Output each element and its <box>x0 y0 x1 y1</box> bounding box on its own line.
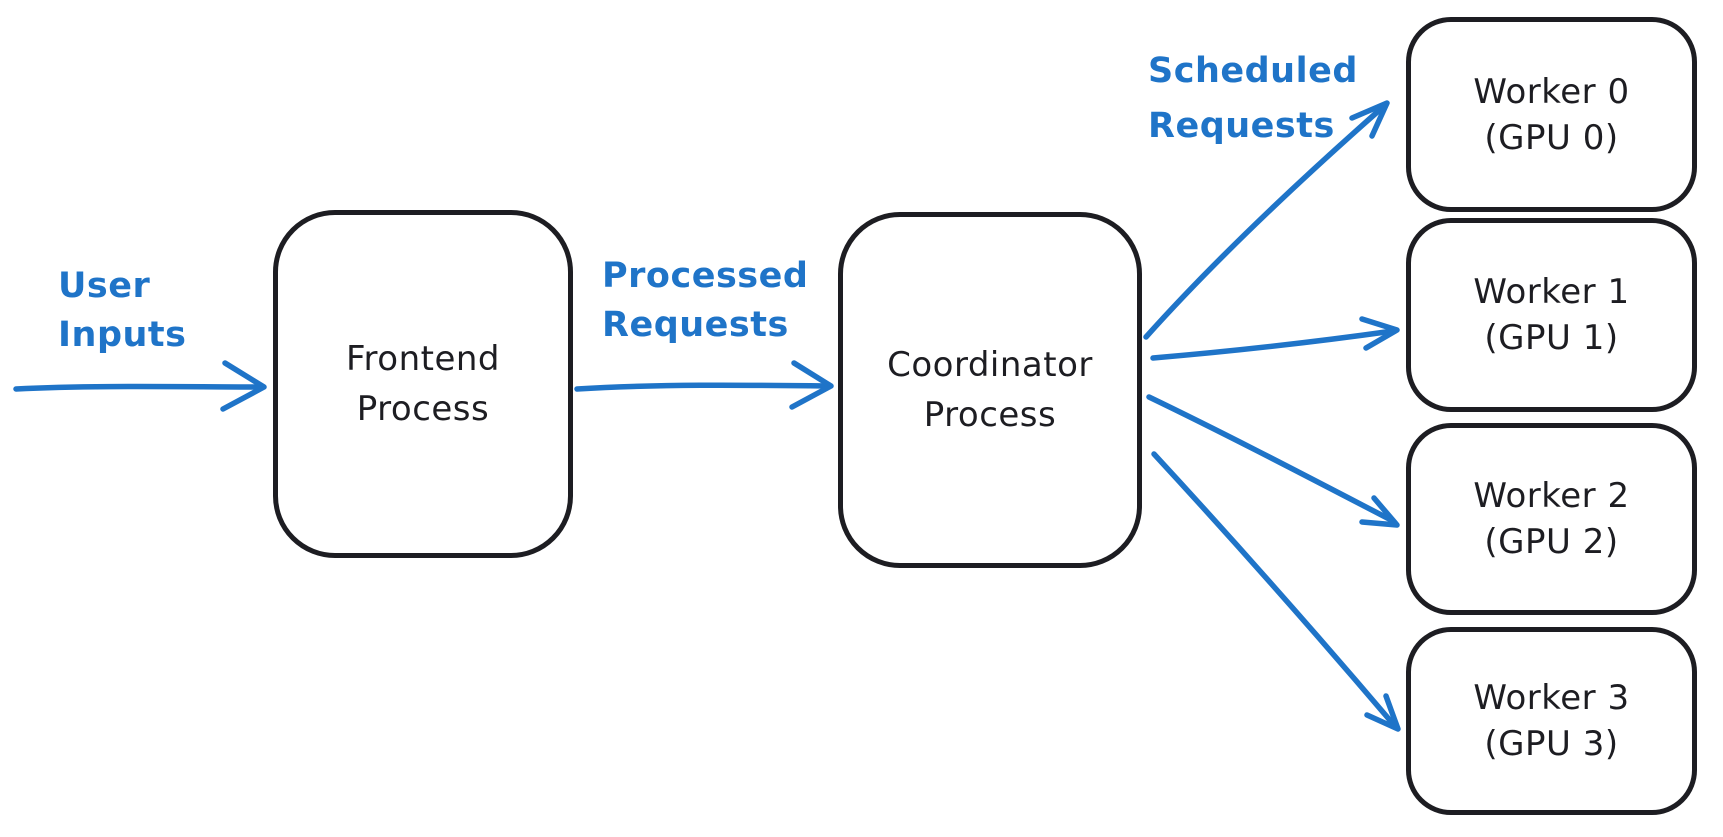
worker-0-label-line2: (GPU 0) <box>1484 117 1619 158</box>
scheduled-requests-arrow-worker-3 <box>1151 451 1401 732</box>
node-frontend-process: Frontend Process <box>273 210 573 558</box>
coordinator-process-label-line1: Coordinator <box>887 345 1093 385</box>
scheduled-requests-label-line1: Scheduled <box>1148 51 1358 91</box>
scheduled-requests-arrow-worker-2 <box>1146 394 1400 528</box>
processed-requests-label-line2: Requests <box>602 305 789 345</box>
scheduled-requests-label: Scheduled Requests <box>1148 44 1358 154</box>
frontend-process-label-line1: Frontend <box>345 339 501 379</box>
node-worker-0: Worker 0 (GPU 0) <box>1406 17 1697 212</box>
worker-3-label-line1: Worker 3 <box>1473 678 1630 718</box>
user-inputs-label-line1: User <box>58 266 151 306</box>
worker-1-label-line1: Worker 1 <box>1473 272 1630 312</box>
frontend-process-label-line2: Process <box>356 389 490 429</box>
user-inputs-arrow <box>13 360 267 412</box>
scheduled-requests-arrow-worker-1 <box>1150 316 1400 361</box>
processed-requests-arrow <box>574 360 834 410</box>
node-worker-2: Worker 2 (GPU 2) <box>1406 423 1697 615</box>
node-worker-1: Worker 1 (GPU 1) <box>1406 218 1697 412</box>
processed-requests-label-line1: Processed <box>602 256 809 296</box>
processed-requests-label: Processed Requests <box>602 252 808 350</box>
worker-3-label-line2: (GPU 3) <box>1484 724 1619 764</box>
node-coordinator-process: Coordinator Process <box>838 212 1142 568</box>
worker-0-label-line1: Worker 0 <box>1473 71 1630 112</box>
user-inputs-label-line2: Inputs <box>58 315 187 355</box>
worker-2-label-line2: (GPU 2) <box>1484 522 1619 562</box>
user-inputs-label: User Inputs <box>58 262 186 360</box>
worker-2-label-line1: Worker 2 <box>1473 476 1630 516</box>
node-worker-3: Worker 3 (GPU 3) <box>1406 627 1697 815</box>
coordinator-process-label-line2: Process <box>923 395 1057 435</box>
worker-1-label-line2: (GPU 1) <box>1484 318 1619 358</box>
scheduled-requests-label-line2: Requests <box>1148 106 1335 146</box>
